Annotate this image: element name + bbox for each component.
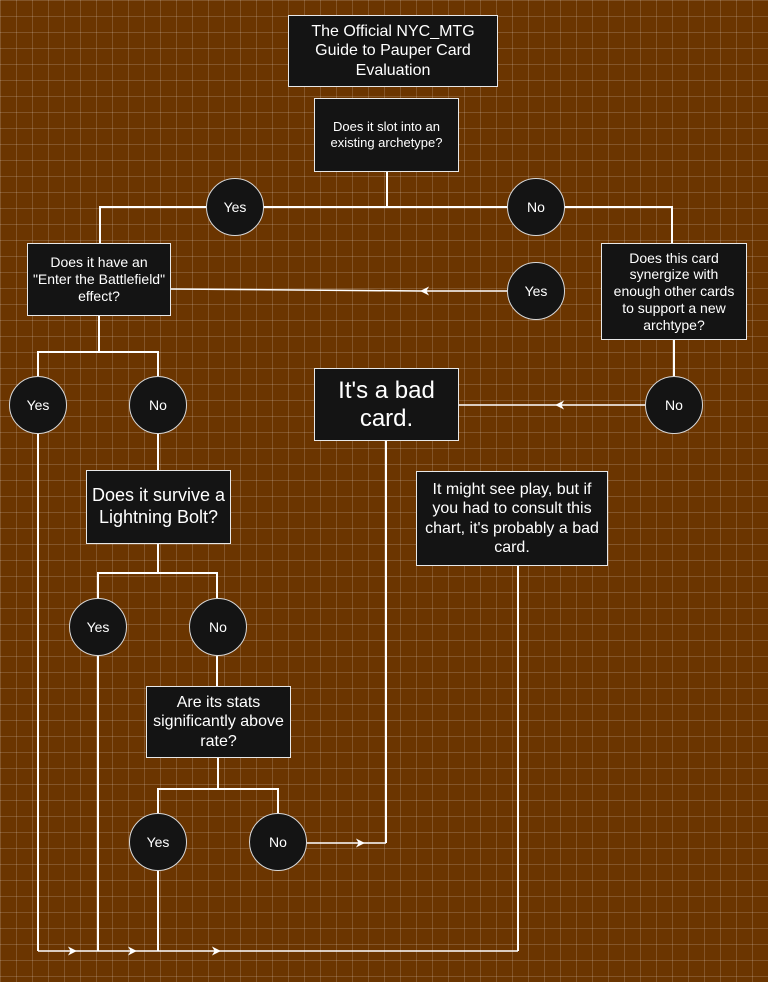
question-synergy: Does this card synergize with enough oth… xyxy=(601,243,747,340)
line-stats-branch xyxy=(157,758,279,813)
answer-stats-yes: Yes xyxy=(129,813,187,871)
answer-archetype-yes: Yes xyxy=(206,178,264,236)
title-box: The Official NYC_MTG Guide to Pauper Car… xyxy=(288,15,498,87)
answer-synergy-yes: Yes xyxy=(507,262,565,320)
line-synergy-yes-to-etb xyxy=(168,288,422,292)
question-etb: Does it have an "Enter the Battlefield" … xyxy=(27,243,171,316)
question-archetype: Does it slot into an existing archetype? xyxy=(314,98,459,172)
bad-card-box: It's a bad card. xyxy=(314,368,459,441)
line-archetype-branch xyxy=(99,206,673,243)
question-lightning-bolt: Does it survive a Lightning Bolt? xyxy=(86,470,231,544)
answer-stats-no: No xyxy=(249,813,307,871)
question-stats: Are its stats significantly above rate? xyxy=(146,686,291,758)
line-etb-branch xyxy=(37,316,159,376)
maybe-play-box: It might see play, but if you had to con… xyxy=(416,471,608,566)
line-bolt-branch xyxy=(97,544,218,598)
answer-archetype-no: No xyxy=(507,178,565,236)
answer-etb-yes: Yes xyxy=(9,376,67,434)
answer-synergy-no: No xyxy=(645,376,703,434)
answer-bolt-yes: Yes xyxy=(69,598,127,656)
answer-bolt-no: No xyxy=(189,598,247,656)
answer-etb-no: No xyxy=(129,376,187,434)
